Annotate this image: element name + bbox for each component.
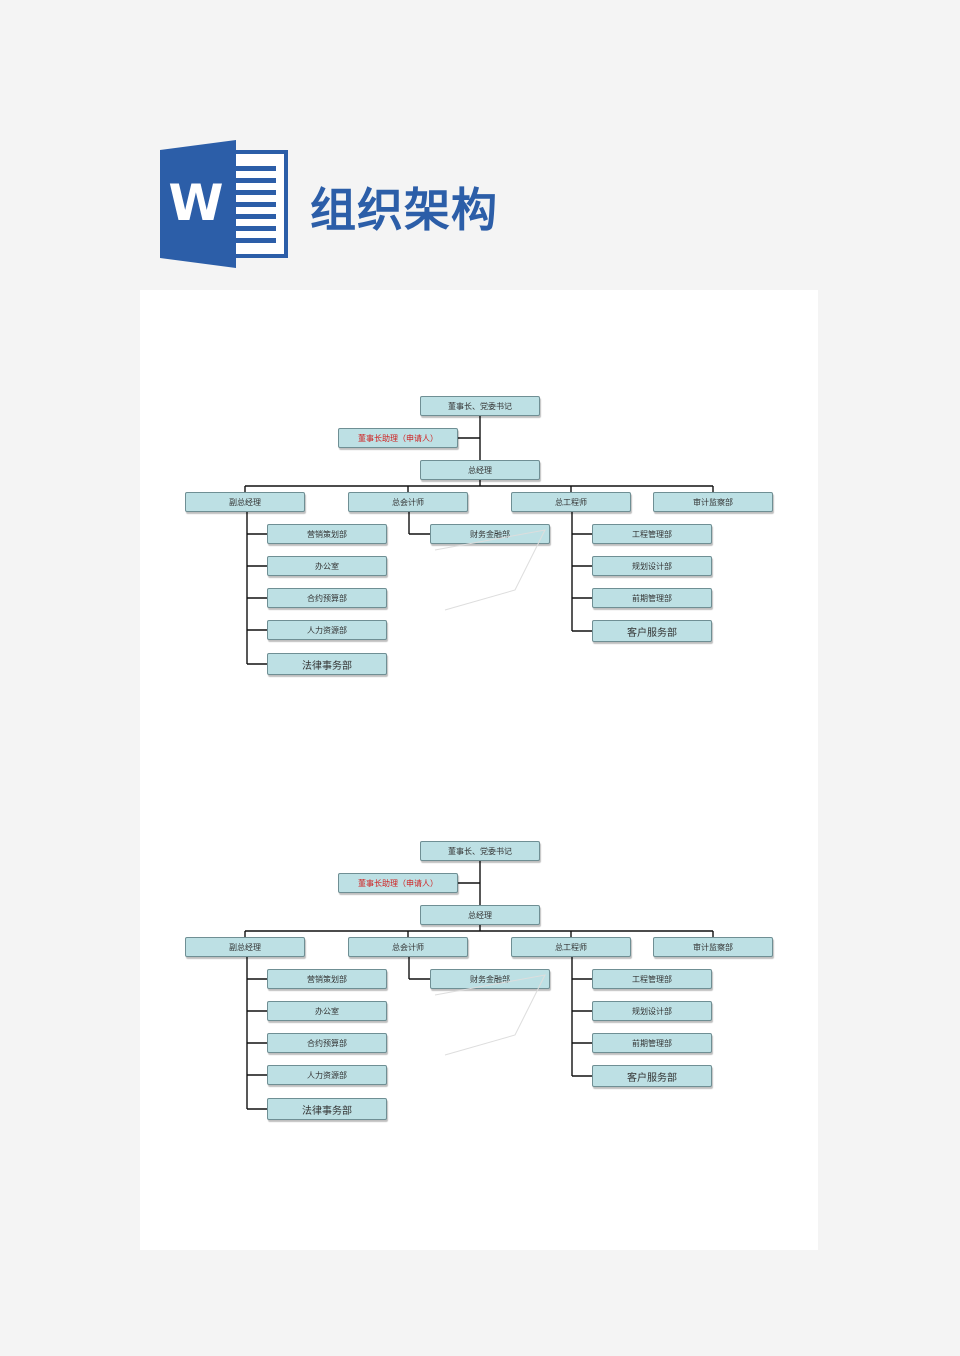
dept-box: 财务金融部	[430, 969, 550, 989]
dept-box: 人力资源部	[267, 1065, 387, 1085]
dept-box: 工程管理部	[592, 524, 712, 544]
org-chart-connectors	[244, 861, 714, 1110]
page-header: W 组织架构	[160, 140, 660, 270]
dept-box: 规划设计部	[592, 1001, 712, 1021]
chief-accountant-box: 总会计师	[348, 492, 468, 512]
general-manager-box: 总经理	[420, 460, 540, 480]
dept-box: 客户服务部	[592, 1065, 712, 1087]
chief-accountant-box: 总会计师	[348, 937, 468, 957]
chairman-assistant-box: 董事长助理（申请人）	[338, 873, 458, 893]
dept-box: 财务金融部	[430, 524, 550, 544]
dept-box: 营销策划部	[267, 524, 387, 544]
dept-box: 合约预算部	[267, 1033, 387, 1053]
org-chart-connectors	[244, 416, 714, 665]
dept-box: 办公室	[267, 556, 387, 576]
audit-dept-box: 审计监察部	[653, 492, 773, 512]
dept-box: 客户服务部	[592, 620, 712, 642]
dept-box: 营销策划部	[267, 969, 387, 989]
chairman-box: 董事长、党委书记	[420, 396, 540, 416]
dept-box: 前期管理部	[592, 588, 712, 608]
org-chart: 董事长、党委书记董事长助理（申请人） 总经理副总经理 总会计师 总工程师 审计监察部营销…	[140, 835, 818, 1135]
dept-box: 合约预算部	[267, 588, 387, 608]
dept-box: 规划设计部	[592, 556, 712, 576]
audit-dept-box: 审计监察部	[653, 937, 773, 957]
page-title: 组织架构	[310, 183, 498, 237]
org-chart: 董事长、党委书记董事长助理（申请人） 总经理副总经理 总会计师 总工程师 审计监察部营销…	[140, 390, 818, 690]
dept-box: 法律事务部	[267, 653, 387, 675]
chairman-box: 董事长、党委书记	[420, 841, 540, 861]
dept-box: 法律事务部	[267, 1098, 387, 1120]
dept-box: 前期管理部	[592, 1033, 712, 1053]
word-document-icon: W	[160, 140, 288, 268]
logo-letter: W	[168, 174, 223, 232]
dept-box: 人力资源部	[267, 620, 387, 640]
general-manager-box: 总经理	[420, 905, 540, 925]
vice-gm-box: 副总经理	[185, 492, 305, 512]
dept-box: 办公室	[267, 1001, 387, 1021]
chief-engineer-box: 总工程师	[511, 937, 631, 957]
vice-gm-box: 副总经理	[185, 937, 305, 957]
dept-box: 工程管理部	[592, 969, 712, 989]
chairman-assistant-box: 董事长助理（申请人）	[338, 428, 458, 448]
chief-engineer-box: 总工程师	[511, 492, 631, 512]
document-page: 董事长、党委书记董事长助理（申请人）总经理副总经理总会计师总工程师审计监察部营销…	[140, 290, 818, 1250]
